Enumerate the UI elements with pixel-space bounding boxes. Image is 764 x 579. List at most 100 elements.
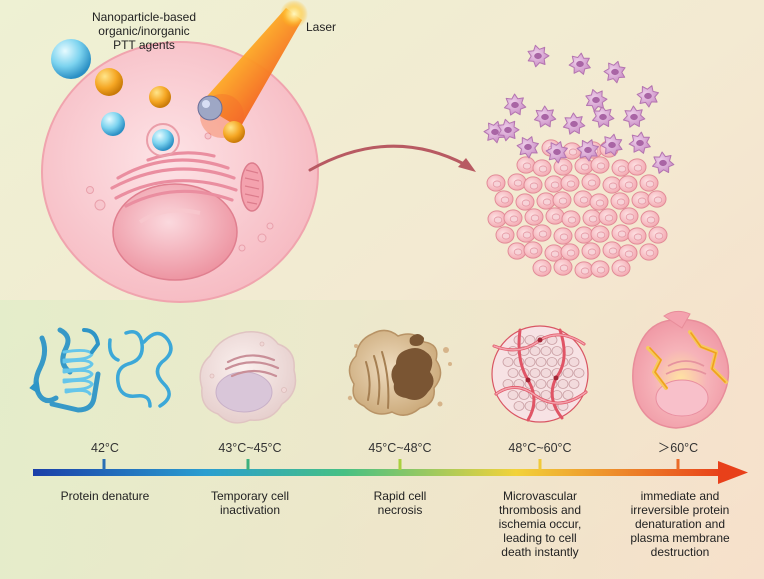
tumor-cell (574, 261, 594, 279)
tumor-cell (495, 226, 515, 244)
tumor-cell (590, 260, 610, 278)
tumor-cell (532, 224, 552, 242)
tumor-cell (602, 176, 622, 194)
microvascular-thrombosis-icon (491, 325, 589, 423)
tumor-cell (561, 210, 581, 228)
tumor-cell (552, 191, 572, 209)
transition-arrow (308, 144, 476, 172)
dying-cell (600, 133, 623, 157)
arrow-head-icon (718, 461, 748, 484)
scale-tick (676, 459, 680, 470)
dying-cell (622, 105, 646, 128)
endoplasmic-reticulum (110, 151, 238, 208)
tumor-cell (619, 207, 639, 225)
stage-temp-2: 43°C~45°C (218, 441, 282, 455)
denatured-protein-icon (107, 330, 173, 408)
tumor-cell (487, 210, 507, 228)
tumor-cell (582, 209, 602, 227)
tumor-cell (618, 244, 638, 262)
dying-cell (628, 131, 651, 154)
temperature-scale (33, 459, 748, 484)
tumor-cell (560, 174, 580, 192)
scale-tick (102, 459, 106, 470)
stage-desc-3: Rapid cell necrosis (373, 489, 427, 517)
tumor-cell (523, 241, 543, 259)
dying-cell (603, 60, 626, 84)
nucleus (112, 183, 238, 281)
stage-temp-1: 42°C (91, 441, 119, 455)
tumor-cell (590, 156, 610, 174)
tumor-cell (503, 209, 523, 227)
tumor-cell (618, 175, 638, 193)
tumor-cell (610, 192, 630, 210)
tumor-cell (486, 174, 506, 192)
tumor-cell (648, 226, 668, 244)
tumor-tissue (483, 44, 675, 279)
stage-temp-5: ＞60°C (657, 441, 699, 455)
tumor-cell (627, 227, 647, 245)
tumor-cell (581, 242, 601, 260)
stage-desc-2: Temporary cell inactivation (210, 489, 290, 517)
dying-cell (562, 112, 586, 135)
tumor-cell (516, 156, 536, 174)
dying-cell (585, 89, 608, 112)
dying-cell (545, 141, 568, 164)
gold-nanoparticle (149, 86, 171, 108)
blue-nanoparticle (152, 129, 174, 151)
tumor-cell (515, 193, 535, 211)
tumor-cell (562, 142, 582, 160)
dying-cell (576, 139, 599, 162)
tumor-cell (507, 242, 527, 260)
tumor-cell (560, 243, 580, 261)
mitochondrion (240, 162, 264, 212)
tumor-cell (523, 176, 543, 194)
tumor-cell (573, 190, 593, 208)
tumor-cell (627, 158, 647, 176)
tumor-cell (544, 175, 564, 193)
tumor-cell (639, 243, 659, 261)
tumor-cell (507, 173, 527, 191)
stage-temp-3: 45°C~48°C (368, 441, 432, 455)
stage-desc-5: immediate and irreversible protein denat… (630, 489, 730, 559)
blue-nanoparticle (51, 39, 91, 79)
tumor-cell (611, 159, 631, 177)
tumor-cell (532, 259, 552, 277)
gold-nanoparticle (95, 68, 123, 96)
tumor-cell (639, 174, 659, 192)
tumor-cell (544, 244, 564, 262)
scale-tick (538, 459, 542, 470)
tumor-cell (602, 241, 622, 259)
stage-desc-1: Protein denature (60, 489, 150, 503)
tumor-cell (640, 210, 660, 228)
tumor-cell (647, 190, 667, 208)
tumor-cell (611, 224, 631, 242)
dying-cell (497, 118, 520, 142)
dying-cell (483, 120, 506, 144)
agents-label: Nanoparticle-based organic/inorganic PTT… (91, 10, 197, 52)
ruptured-cell-icon (632, 310, 730, 429)
tumor-cell (631, 191, 651, 209)
stage-desc-4: Microvascular thrombosis and ischemia oc… (498, 489, 582, 559)
stage-temp-4: 48°C~60°C (508, 441, 572, 455)
dying-cell (533, 105, 557, 128)
laser-beam (197, 0, 308, 143)
tumor-cell (524, 208, 544, 226)
necrotic-cell-icon (347, 329, 452, 416)
tumor-cell (532, 159, 552, 177)
tumor-cell (545, 207, 565, 225)
tumor-cell (536, 192, 556, 210)
target-cell (41, 41, 319, 303)
tumor-cell (516, 225, 536, 243)
dying-cell (503, 93, 527, 116)
dying-cell (636, 85, 659, 108)
scale-tick (246, 459, 250, 470)
tumor-cell (494, 190, 514, 208)
tumor-cell (553, 227, 573, 245)
tumor-cell (574, 226, 594, 244)
laser-label: Laser (306, 20, 337, 34)
blue-nanoparticle (101, 112, 125, 136)
dying-cell (516, 136, 539, 159)
tumor-cell (589, 193, 609, 211)
